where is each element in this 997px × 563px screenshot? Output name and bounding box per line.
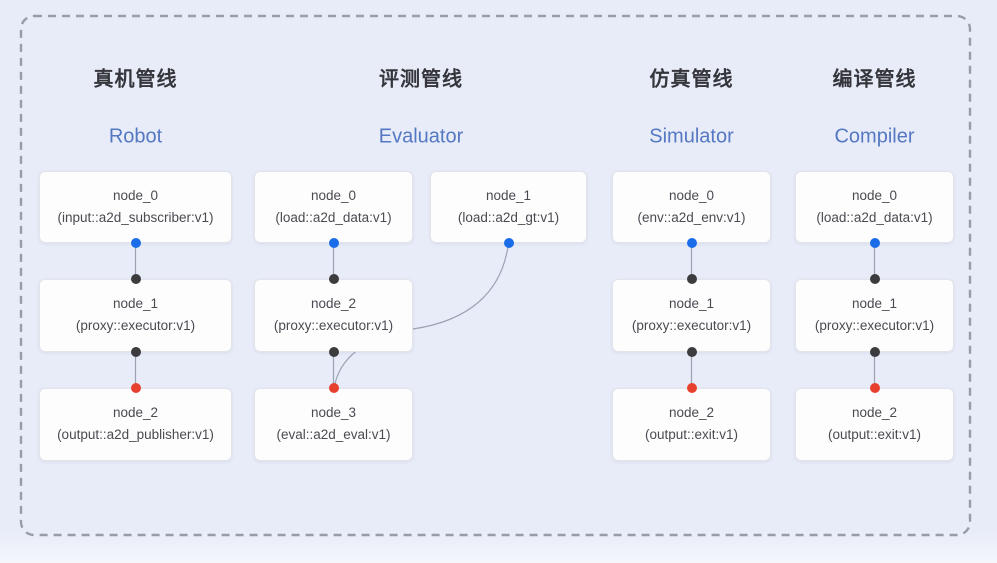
- pipeline-title-zh: 真机管线: [93, 68, 178, 91]
- node-name: node_1: [485, 187, 532, 203]
- node-name: node_2: [112, 405, 159, 421]
- node-box: node_0(load::a2d_data:v1): [254, 171, 413, 243]
- node-box: node_0(env::a2d_env:v1): [612, 171, 771, 243]
- node-name: node_0: [310, 187, 357, 203]
- port-dot-blue: [686, 238, 697, 248]
- node-name: node_1: [668, 296, 715, 312]
- pipeline-group-dashed-frame: [19, 14, 972, 537]
- node-type: (env::a2d_env:v1): [637, 209, 746, 225]
- port-dot-black: [686, 347, 697, 357]
- pipeline-title-zh: 仿真管线: [649, 68, 734, 91]
- port-dot-blue: [869, 238, 880, 248]
- port-dot-black: [686, 274, 697, 284]
- port-dot-blue: [328, 238, 339, 248]
- node-box: node_2(output::exit:v1): [612, 388, 771, 461]
- node-type: (proxy::executor:v1): [273, 318, 394, 333]
- port-dot-red: [869, 383, 880, 393]
- node-box: node_1(proxy::executor:v1): [39, 279, 232, 352]
- pipeline-title-en: Evaluator: [378, 125, 464, 148]
- node-type: (load::a2d_data:v1): [816, 209, 933, 225]
- node-type: (input::a2d_subscriber:v1): [57, 209, 214, 225]
- node-box: node_2(output::exit:v1): [795, 388, 954, 461]
- node-type: (output::exit:v1): [644, 427, 739, 442]
- node-name: node_0: [668, 187, 715, 203]
- node-box: node_2(proxy::executor:v1): [254, 279, 413, 352]
- node-box: node_3(eval::a2d_eval:v1): [254, 388, 413, 461]
- port-dot-black: [130, 347, 141, 357]
- node-box: node_2(output::a2d_publisher:v1): [39, 388, 232, 461]
- node-name: node_1: [851, 296, 898, 312]
- node-box: node_1(load::a2d_gt:v1): [430, 171, 587, 243]
- port-dot-black: [130, 274, 141, 284]
- port-dot-black: [869, 274, 880, 284]
- node-type: (proxy::executor:v1): [631, 318, 752, 333]
- node-name: node_1: [112, 296, 159, 312]
- edge-cross-connector: [333, 242, 510, 387]
- node-type: (load::a2d_gt:v1): [457, 209, 560, 225]
- port-dot-black: [328, 274, 339, 284]
- pipeline-title-en: Robot: [108, 125, 163, 148]
- port-dot-red: [328, 383, 339, 393]
- node-type: (proxy::executor:v1): [814, 318, 935, 333]
- node-name: node_2: [668, 405, 715, 421]
- port-dot-black: [869, 347, 880, 357]
- port-dot-black: [328, 347, 339, 357]
- node-type: (load::a2d_data:v1): [275, 209, 392, 225]
- node-name: node_3: [310, 405, 357, 421]
- port-dot-red: [686, 383, 697, 393]
- pipeline-title-en: Simulator: [649, 125, 734, 148]
- node-type: (proxy::executor:v1): [75, 318, 196, 333]
- port-dot-blue: [503, 238, 514, 248]
- pipeline-title-zh: 评测管线: [379, 68, 463, 91]
- node-type: (eval::a2d_eval:v1): [276, 427, 391, 442]
- port-dot-red: [130, 383, 141, 393]
- port-dot-blue: [130, 238, 141, 248]
- node-box: node_0(load::a2d_data:v1): [795, 171, 954, 243]
- pipeline-title-en: Compiler: [834, 125, 915, 148]
- node-name: node_2: [310, 296, 357, 312]
- node-name: node_0: [112, 187, 159, 203]
- node-type: (output::exit:v1): [827, 427, 922, 442]
- node-box: node_1(proxy::executor:v1): [795, 279, 954, 352]
- node-box: node_0(input::a2d_subscriber:v1): [39, 171, 232, 243]
- node-name: node_0: [851, 187, 898, 203]
- node-box: node_1(proxy::executor:v1): [612, 279, 771, 352]
- node-name: node_2: [851, 405, 898, 421]
- node-type: (output::a2d_publisher:v1): [57, 427, 214, 442]
- pipeline-title-zh: 编译管线: [832, 68, 917, 91]
